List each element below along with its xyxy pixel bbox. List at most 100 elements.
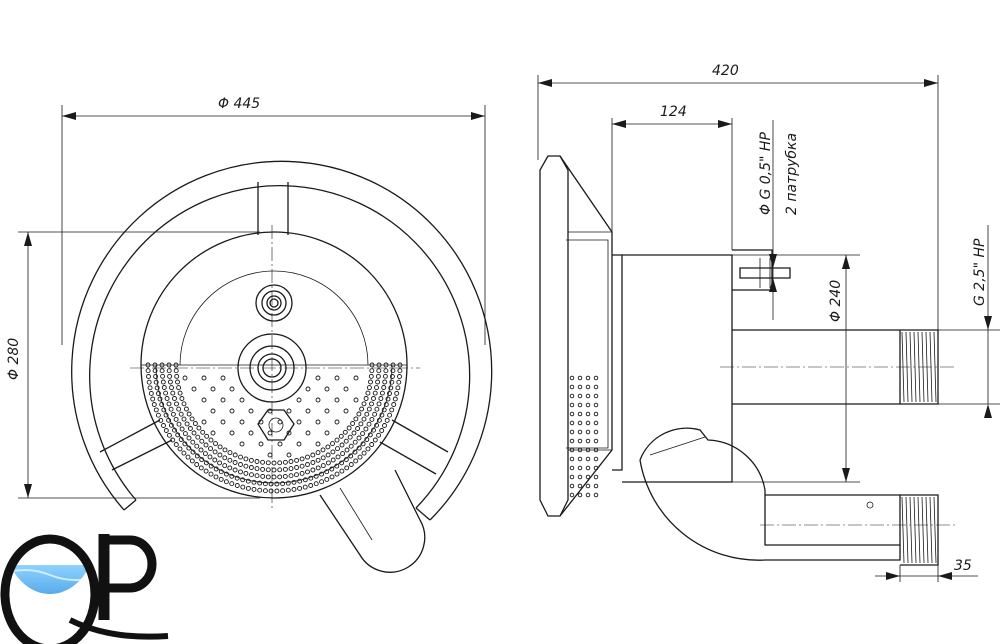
perforation-hole	[288, 473, 294, 479]
dim-thread-length: 35	[954, 558, 972, 574]
perforation-hole	[232, 452, 238, 458]
perforation-hole	[347, 434, 353, 440]
perforation-hole	[374, 385, 379, 391]
perforation-hole	[243, 470, 249, 476]
perforation-hole	[376, 401, 382, 407]
perforation-hole	[569, 447, 575, 453]
perforation-hole	[593, 483, 599, 489]
perforation-hole	[210, 430, 216, 436]
perforation-hole	[208, 437, 214, 443]
perforation-hole	[593, 474, 599, 480]
perforation-hole	[238, 469, 243, 475]
perforation-hole	[178, 437, 184, 442]
dim-inner-diameter: Φ 280	[6, 338, 22, 380]
perforation-hole	[249, 472, 254, 478]
perforation-hole	[593, 465, 599, 471]
perforation-hole	[369, 416, 375, 422]
perforation-hole	[569, 483, 575, 489]
perforation-hole	[163, 428, 169, 433]
perforation-hole	[155, 412, 161, 418]
perforation-hole	[302, 477, 308, 483]
perforation-hole	[383, 368, 389, 374]
perforation-hole	[212, 449, 218, 455]
perforation-hole	[315, 441, 321, 447]
perforation-hole	[585, 447, 591, 453]
perforation-hole	[577, 483, 583, 489]
thread-line	[925, 496, 929, 564]
perforation-hole	[208, 463, 214, 469]
perforation-hole	[593, 384, 599, 390]
perforation-hole	[305, 386, 311, 392]
perforation-hole	[254, 459, 260, 464]
perforation-hole	[593, 420, 599, 426]
perforation-hole	[159, 368, 165, 374]
perforation-hole	[156, 391, 161, 396]
perforation-hole	[208, 471, 214, 477]
perforation-hole	[371, 427, 376, 433]
perforation-hole	[310, 460, 316, 465]
qp-logo: QP	[0, 534, 169, 644]
perforation-hole	[277, 474, 283, 480]
perforation-hole	[240, 484, 246, 490]
perforation-hole	[210, 408, 216, 414]
perforation-hole	[192, 421, 198, 426]
perforated-strip	[569, 375, 599, 498]
perforation-hole	[210, 386, 216, 392]
outer-ring-inner-edge	[89, 185, 471, 509]
main-body	[622, 254, 733, 483]
perforation-hole	[376, 417, 382, 423]
perforation-hole	[368, 373, 374, 379]
perforation-hole	[359, 406, 365, 412]
perforation-hole	[339, 468, 345, 474]
perforation-hole	[251, 486, 257, 492]
perforation-hole	[267, 430, 273, 436]
perforation-hole	[271, 460, 277, 466]
perforation-hole	[299, 463, 305, 469]
perforation-hole	[366, 421, 372, 427]
perforation-hole	[274, 481, 280, 487]
perforation-hole	[372, 411, 378, 417]
elbow-pipe	[639, 427, 901, 546]
perforation-hole	[179, 426, 185, 432]
perforation-hole	[159, 402, 165, 407]
perforation-hole	[164, 396, 170, 401]
perforation-hole	[251, 479, 257, 485]
perforation-hole	[191, 386, 197, 392]
perforation-hole	[254, 466, 260, 472]
perforation-hole	[257, 480, 263, 486]
perforation-hole	[198, 447, 204, 453]
perforation-hole	[243, 463, 249, 469]
perforation-hole	[191, 430, 197, 436]
perforation-hole	[358, 421, 364, 427]
perforation-hole	[234, 483, 240, 488]
perforation-hole	[182, 441, 188, 447]
perforation-hole	[222, 447, 228, 453]
perforation-hole	[213, 474, 219, 480]
perforation-hole	[174, 373, 180, 379]
perforation-hole	[308, 483, 314, 488]
perforation-hole	[168, 406, 174, 412]
perforation-hole	[585, 492, 591, 498]
small-nozzle	[255, 284, 293, 322]
small-port	[739, 267, 791, 279]
perforation-hole	[176, 406, 182, 412]
perforation-hole	[376, 432, 382, 438]
thread-line	[901, 496, 905, 564]
perforation-hole	[305, 430, 311, 436]
perforation-hole	[229, 386, 235, 392]
perforation-hole	[372, 437, 378, 443]
perforation-hole	[299, 456, 305, 462]
perforation-hole	[383, 362, 389, 368]
perforation-hole	[569, 465, 575, 471]
perforation-hole	[364, 437, 370, 442]
perforation-hole	[389, 407, 395, 413]
perforation-hole	[260, 459, 266, 465]
perforation-hole	[343, 457, 349, 463]
perforation-hole	[166, 368, 172, 374]
perforation-hole	[169, 385, 174, 391]
perforation-hole	[161, 385, 167, 390]
perforation-hole	[178, 411, 184, 417]
perforation-hole	[166, 362, 172, 368]
perforation-hole	[163, 390, 169, 396]
